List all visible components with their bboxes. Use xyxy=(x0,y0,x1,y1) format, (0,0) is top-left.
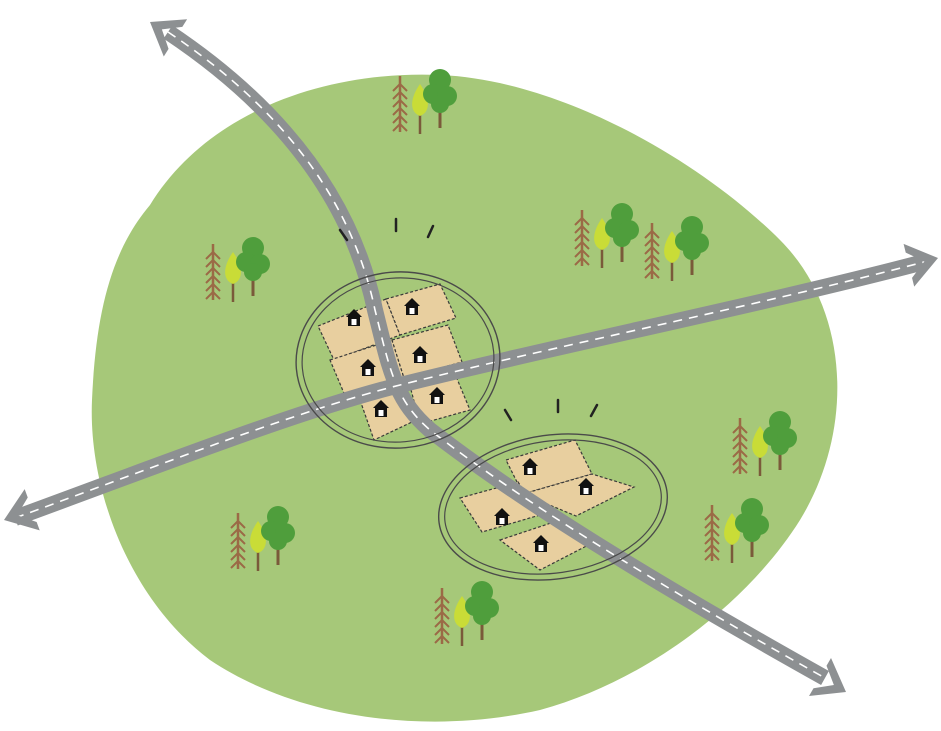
house-door xyxy=(584,488,589,494)
green-tree xyxy=(743,524,761,542)
house-door xyxy=(500,518,505,524)
green-tree xyxy=(771,437,789,455)
green-tree xyxy=(244,263,262,281)
house-door xyxy=(366,369,371,375)
house-door xyxy=(528,468,533,474)
house-door xyxy=(539,545,544,551)
house-door xyxy=(379,410,384,416)
house-door xyxy=(352,319,357,325)
green-tree xyxy=(613,229,631,247)
green-tree xyxy=(683,242,701,260)
house-door xyxy=(410,308,415,314)
green-tree xyxy=(269,532,287,550)
green-tree xyxy=(473,607,491,625)
house-door xyxy=(435,397,440,403)
green-tree xyxy=(431,95,449,113)
house-door xyxy=(418,356,423,362)
